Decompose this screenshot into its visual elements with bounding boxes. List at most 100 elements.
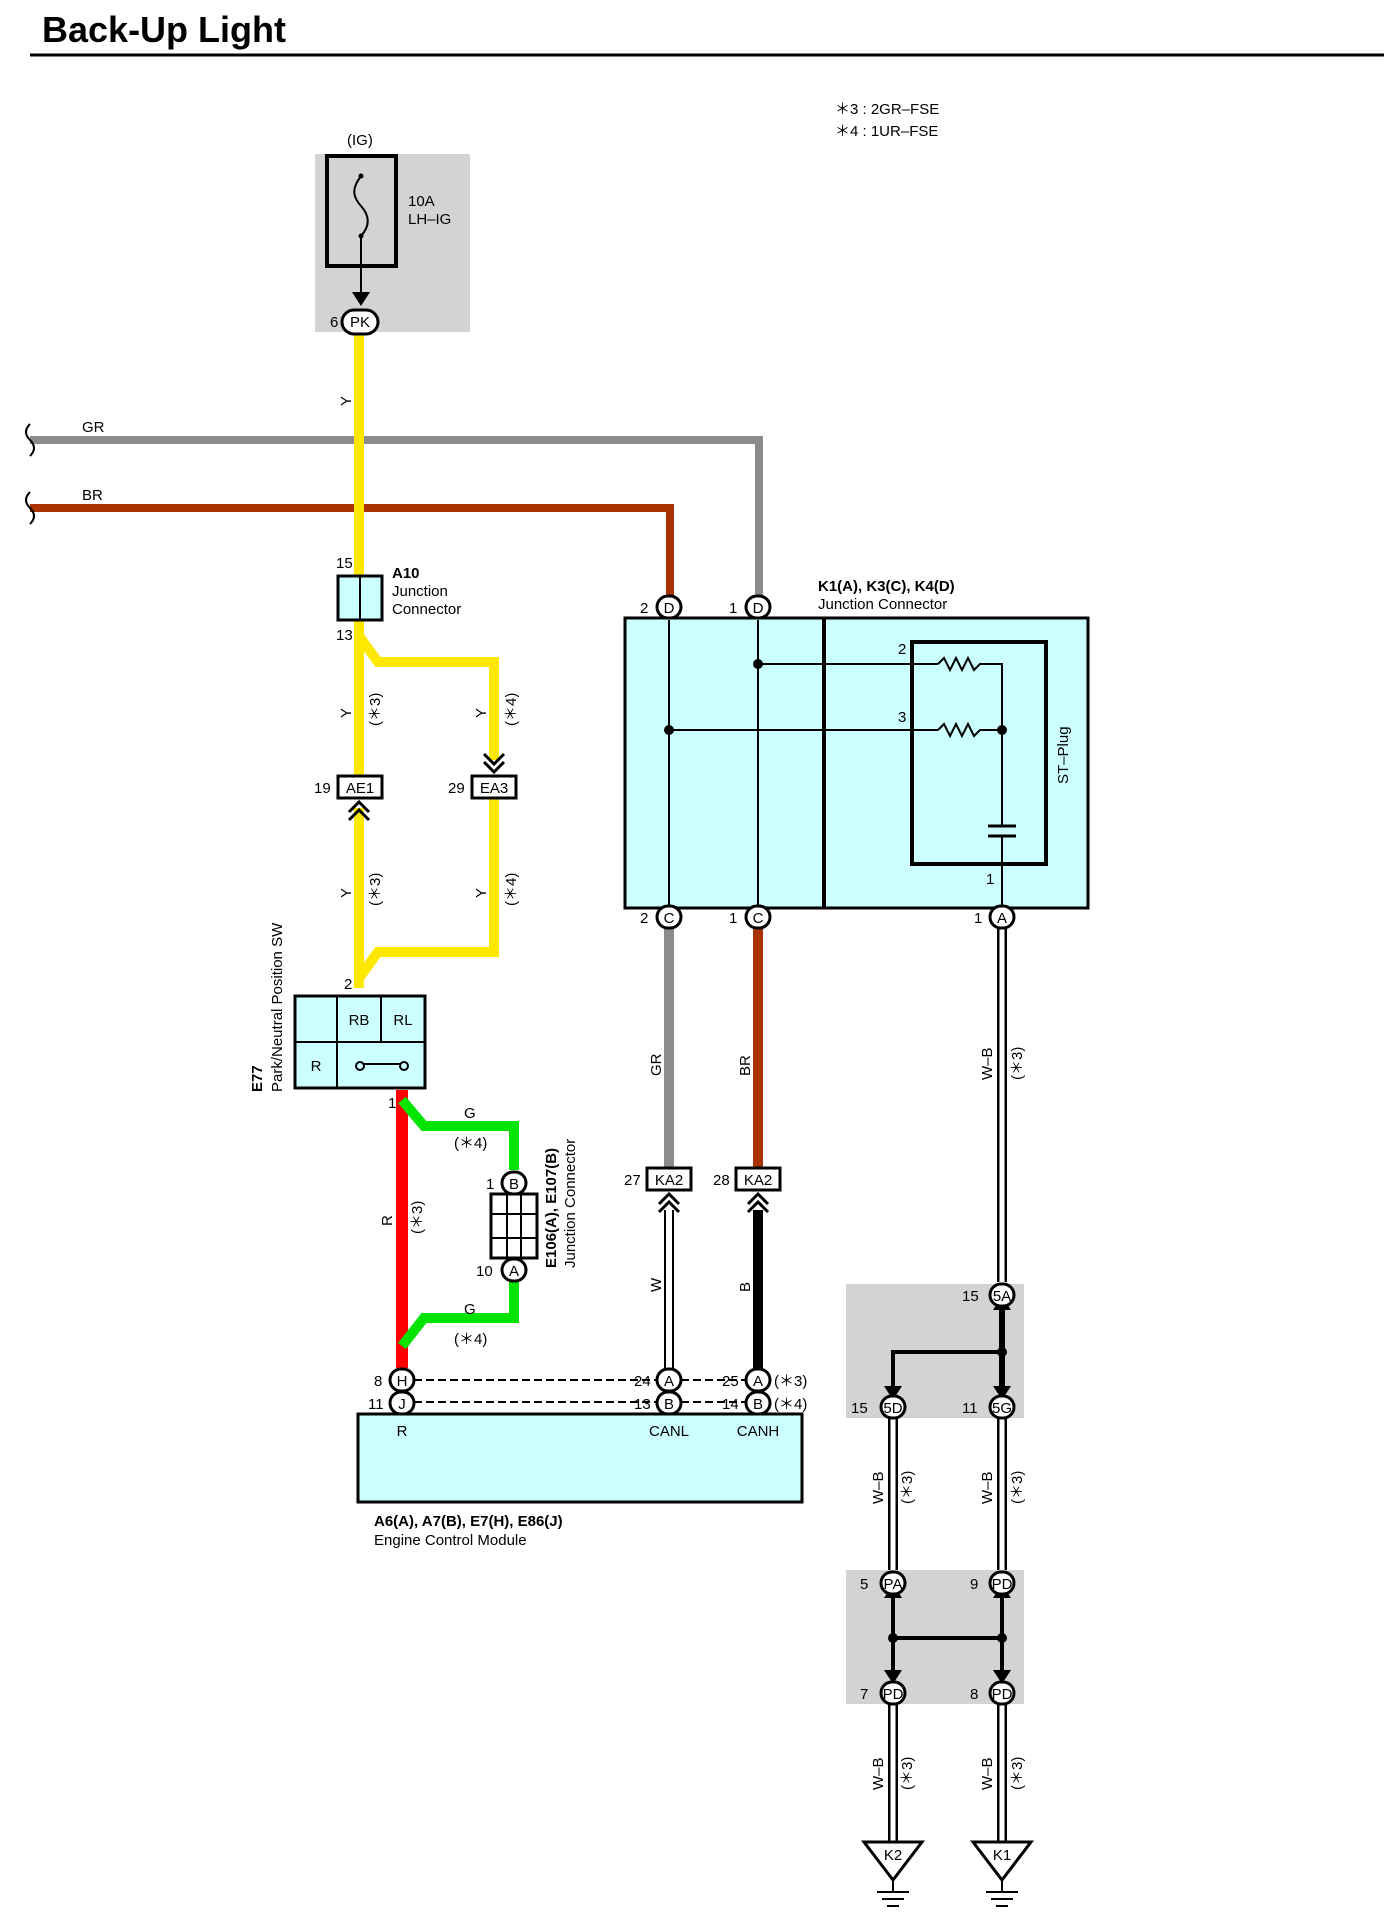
fuse-supply: (IG) <box>347 132 373 149</box>
connector-ea3 <box>470 774 518 800</box>
wire-label-g-1: G <box>464 1105 476 1122</box>
svg-text:1: 1 <box>729 910 737 927</box>
connector-ka2-left <box>645 1166 693 1192</box>
jc-k-a1 <box>988 904 1016 930</box>
svg-text:24: 24 <box>634 1373 651 1390</box>
svg-text:(＊4): (＊4) <box>774 1396 807 1413</box>
ae1-pin: 19 <box>314 780 331 797</box>
jc-a10-line2: Connector <box>392 601 461 618</box>
svg-text:5G: 5G <box>992 1400 1012 1417</box>
e77-r: R <box>311 1058 322 1075</box>
note-wb-3: (＊3) <box>1009 1471 1026 1504</box>
ecm-r: R <box>397 1423 408 1440</box>
fuse-arrow-icon <box>352 292 370 306</box>
note-y-3: (＊4) <box>503 693 520 726</box>
wire-label-br-top: BR <box>82 487 103 504</box>
g-wire-lower <box>398 1282 519 1350</box>
svg-text:14: 14 <box>722 1396 739 1413</box>
svg-text:1: 1 <box>974 910 982 927</box>
svg-text:13: 13 <box>634 1396 651 1413</box>
wire-label-y-3: Y <box>473 708 490 718</box>
svg-text:(＊3): (＊3) <box>774 1373 807 1390</box>
wire-label-gr-vert: GR <box>648 1053 665 1076</box>
svg-text:5D: 5D <box>883 1400 902 1417</box>
gr-wire-top <box>30 436 763 602</box>
fuse-icon <box>353 175 369 237</box>
wire-label-wb-2: W–B <box>870 1471 887 1504</box>
note-wb-4: (＊3) <box>899 1757 916 1790</box>
ecm-box <box>356 1412 804 1504</box>
jc-a10-pin-top: 15 <box>336 555 353 572</box>
st-plug-box <box>910 640 1048 866</box>
splice-pa <box>879 1570 907 1596</box>
ecm-conn-j <box>388 1390 416 1416</box>
jc-e106-code: E106(A), E107(B) <box>543 1148 560 1268</box>
svg-text:8: 8 <box>374 1373 382 1390</box>
connector-pk <box>340 308 380 336</box>
note-y-5: (＊4) <box>503 873 520 906</box>
svg-text:KA2: KA2 <box>655 1172 683 1189</box>
svg-text:2: 2 <box>640 600 648 617</box>
e77-pin-bottom: 1 <box>388 1095 396 1112</box>
note-wb-2: (＊3) <box>899 1471 916 1504</box>
jc-e106-conn-a <box>500 1257 528 1283</box>
svg-text:PD: PD <box>883 1686 904 1703</box>
svg-text:D: D <box>664 600 675 617</box>
svg-text:28: 28 <box>713 1172 730 1189</box>
svg-text:11: 11 <box>368 1396 384 1413</box>
wire-label-y-5: Y <box>473 888 490 898</box>
wire-label-w: W <box>648 1277 665 1292</box>
ecm-canl: CANL <box>649 1423 689 1440</box>
svg-text:PA: PA <box>884 1576 903 1593</box>
note-r: (＊3) <box>409 1201 426 1234</box>
splice-pd-br <box>988 1680 1016 1706</box>
jc-e106-pin-a: 10 <box>476 1263 493 1280</box>
e77-pin-top: 2 <box>344 976 352 993</box>
svg-text:A: A <box>997 910 1007 927</box>
wire-label-y-2: Y <box>338 708 355 718</box>
svg-text:B: B <box>753 1396 763 1413</box>
ka2-left-chevron-icon <box>657 1191 681 1214</box>
splice-pd-tr <box>988 1570 1016 1596</box>
svg-text:25: 25 <box>722 1373 739 1390</box>
ground-k1-label: K1 <box>993 1847 1011 1864</box>
e77-rb: RB <box>349 1012 370 1029</box>
connector-ae1 <box>336 774 384 800</box>
page-title: Back-Up Light <box>42 9 286 50</box>
svg-text:27: 27 <box>624 1172 641 1189</box>
svg-text:AE1: AE1 <box>346 780 374 797</box>
e77-contact-right <box>399 1061 409 1071</box>
svg-text:C: C <box>753 910 764 927</box>
e77-name: Park/Neutral Position SW <box>269 922 286 1092</box>
g-wire-upper <box>398 1096 519 1170</box>
jc-k-d2 <box>655 594 683 620</box>
svg-text:A: A <box>753 1373 763 1390</box>
resistor-2-icon <box>937 721 1002 739</box>
resistor-1-icon <box>937 655 1003 826</box>
svg-text:15: 15 <box>851 1400 868 1417</box>
wire-label-b: B <box>737 1282 754 1292</box>
svg-text:PD: PD <box>992 1576 1013 1593</box>
ea3-pin: 29 <box>448 780 465 797</box>
splice-5d <box>879 1394 907 1420</box>
y-wire-a10-ea3 <box>354 633 499 760</box>
jc-e106-conn-b <box>500 1170 528 1196</box>
wire-label-gr-top: GR <box>82 419 105 436</box>
ecm-conn-13 <box>655 1390 683 1416</box>
jc-a10-line1: Junction <box>392 583 448 600</box>
jc-k-c2 <box>655 904 683 930</box>
splice-pd-bl <box>879 1680 907 1706</box>
svg-text:EA3: EA3 <box>480 780 508 797</box>
svg-text:5: 5 <box>860 1576 868 1593</box>
svg-text:J: J <box>398 1396 406 1413</box>
y-wire-ea3-e77 <box>354 798 499 981</box>
ground-k1-icon <box>969 1840 1035 1907</box>
fuse-name: LH–IG <box>408 211 451 228</box>
e77-code: E77 <box>249 1065 266 1092</box>
break-mark-gr <box>25 423 35 457</box>
jc-a10-code: A10 <box>392 565 420 582</box>
svg-text:H: H <box>397 1373 408 1390</box>
ecm-codes: A6(A), A7(B), E7(H), E86(J) <box>374 1513 563 1530</box>
connector-ka2-right <box>734 1166 782 1192</box>
note-wb-1: (＊3) <box>1009 1047 1026 1080</box>
